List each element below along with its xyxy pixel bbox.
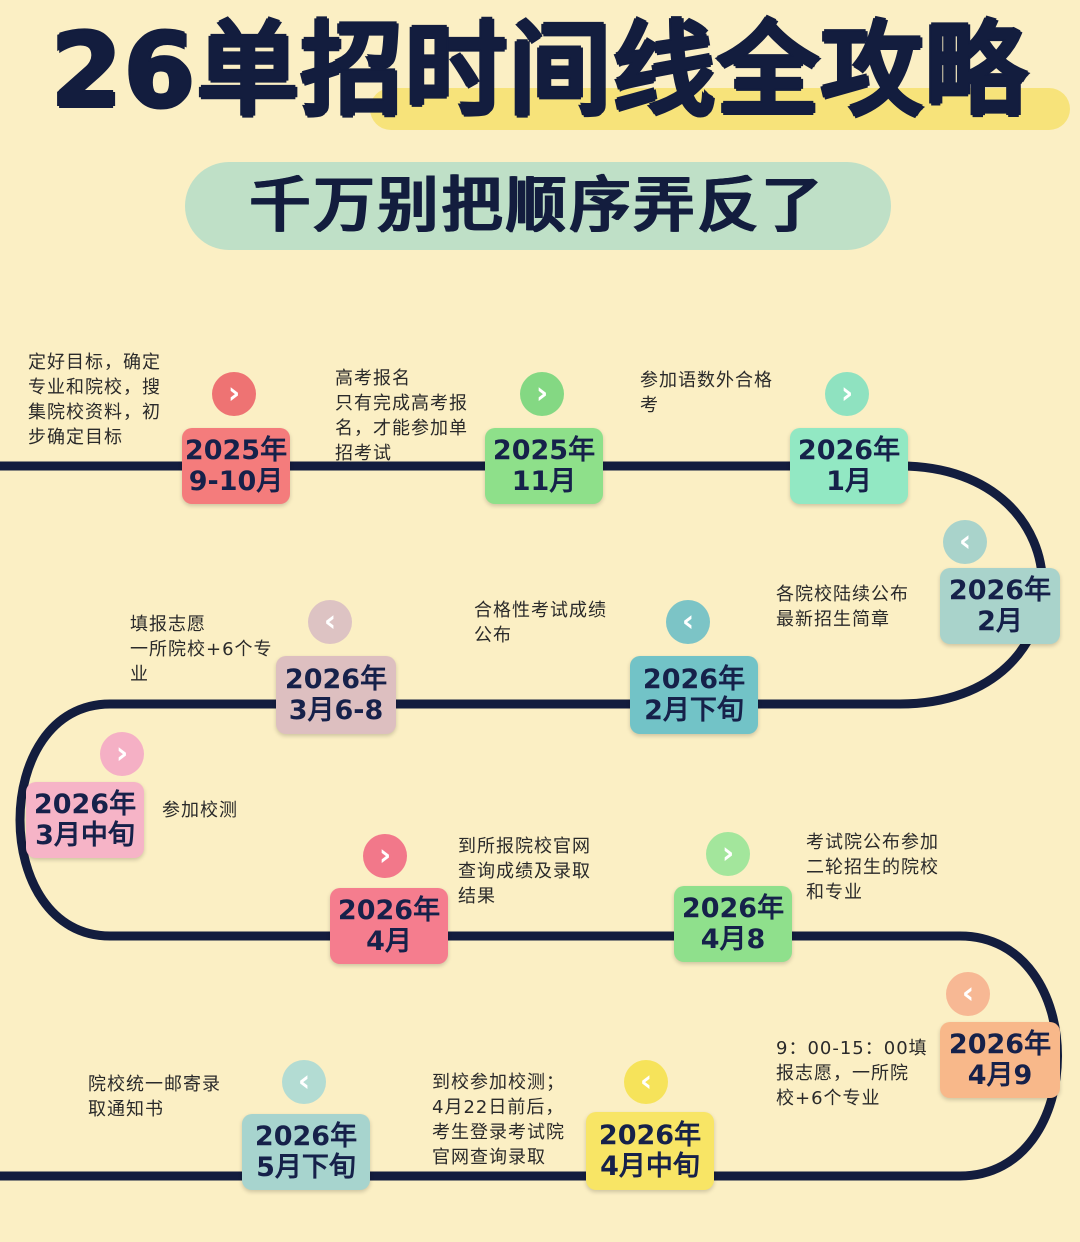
subtitle-pill: [185, 162, 891, 250]
title-highlight: [370, 88, 1070, 130]
step-8-date-box: 2026年 4月: [330, 888, 448, 964]
step-6-description: 填报志愿 一所院校+6个专 业: [130, 614, 273, 685]
step-7-date-box: 2026年 3月中旬: [26, 782, 144, 858]
page-subtitle: 千万别把顺序弄反了: [250, 171, 826, 241]
step-2-year: 2025年: [492, 435, 596, 466]
step-3-date-box: 2026年 1月: [790, 428, 908, 504]
step-10-date-box: 2026年 4月9: [940, 1022, 1060, 1098]
step-4-arrow-left-icon: ‹: [943, 520, 987, 564]
step-10-year: 2026年: [948, 1029, 1052, 1060]
step-8-description: 到所报院校官网 查询成绩及录取 结果: [458, 836, 591, 907]
step-6-date-box: 2026年 3月6-8: [276, 656, 396, 734]
step-5-arrow-left-icon: ‹: [666, 600, 710, 644]
step-9-description: 考试院公布参加 二轮招生的院校 和专业: [806, 832, 939, 903]
step-11-arrow-left-icon: ‹: [624, 1060, 668, 1104]
step-5-date-box: 2026年 2月下旬: [630, 656, 758, 734]
step-6-date: 3月6-8: [288, 695, 384, 726]
step-3-description: 参加语数外合格 考: [640, 370, 773, 416]
step-11-year: 2026年: [598, 1120, 702, 1151]
step-2-date: 11月: [511, 466, 577, 497]
step-4-description: 各院校陆续公布 最新招生简章: [776, 584, 909, 630]
step-6-year: 2026年: [284, 664, 388, 695]
step-3-year: 2026年: [797, 435, 901, 466]
step-12-date: 5月下旬: [256, 1152, 356, 1183]
step-3-date: 1月: [826, 466, 872, 497]
step-8-year: 2026年: [337, 895, 441, 926]
step-2-date-box: 2025年 11月: [485, 428, 603, 504]
step-3-arrow-right-icon: ›: [825, 372, 869, 416]
step-4-date: 2月: [977, 606, 1023, 637]
page-title: 26单招时间线全攻略: [51, 12, 1029, 131]
step-9-date-box: 2026年 4月8: [674, 886, 792, 962]
step-9-date: 4月8: [700, 924, 766, 955]
step-12-year: 2026年: [254, 1121, 358, 1152]
step-1-year: 2025年: [184, 435, 288, 466]
step-1-date: 9-10月: [188, 466, 284, 497]
step-10-arrow-left-icon: ‹: [946, 972, 990, 1016]
step-11-date: 4月中旬: [600, 1151, 700, 1182]
step-11-description: 到校参加校测； 4月22日前后， 考生登录考试院 官网查询录取: [432, 1072, 565, 1168]
step-2-description: 高考报名 只有完成高考报 名，才能参加单 招考试: [335, 368, 468, 464]
step-7-year: 2026年: [33, 789, 137, 820]
step-7-date: 3月中旬: [35, 820, 135, 851]
step-11-date-box: 2026年 4月中旬: [586, 1112, 714, 1190]
step-9-year: 2026年: [681, 893, 785, 924]
step-1-description: 定好目标，确定 专业和院校，搜 集院校资料，初 步确定目标: [28, 352, 161, 448]
step-5-description: 合格性考试成绩 公布: [474, 600, 607, 646]
step-1-date-box: 2025年 9-10月: [182, 428, 290, 504]
step-5-date: 2月下旬: [644, 695, 744, 726]
step-1-arrow-right-icon: ›: [212, 372, 256, 416]
step-7-arrow-right-icon: ›: [100, 732, 144, 776]
step-12-date-box: 2026年 5月下旬: [242, 1114, 370, 1190]
step-10-description: 9：00-15：00填 报志愿，一所院 校+6个专业: [776, 1038, 928, 1109]
step-12-arrow-left-icon: ‹: [282, 1060, 326, 1104]
step-8-date: 4月: [366, 926, 412, 957]
step-4-date-box: 2026年 2月: [940, 568, 1060, 644]
step-6-arrow-left-icon: ‹: [308, 600, 352, 644]
step-12-description: 院校统一邮寄录 取通知书: [88, 1074, 221, 1120]
step-2-arrow-right-icon: ›: [520, 372, 564, 416]
step-9-arrow-right-icon: ›: [706, 832, 750, 876]
step-7-description: 参加校测: [162, 800, 238, 821]
step-10-date: 4月9: [967, 1060, 1033, 1091]
step-8-arrow-right-icon: ›: [363, 834, 407, 878]
step-4-year: 2026年: [948, 575, 1052, 606]
step-5-year: 2026年: [642, 664, 746, 695]
